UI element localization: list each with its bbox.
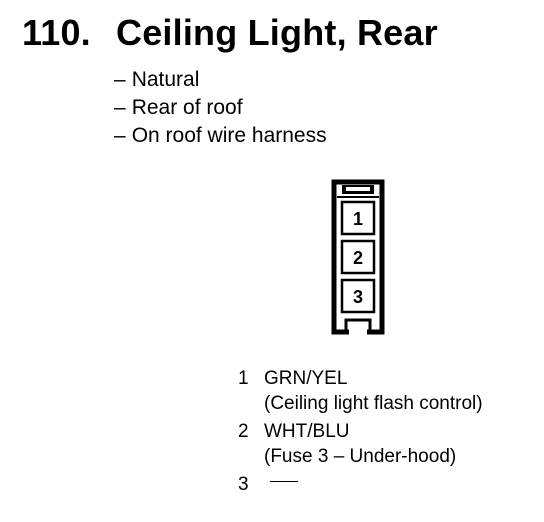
pin-description: (Ceiling light flash control) bbox=[264, 393, 483, 414]
cavity-label: 2 bbox=[353, 248, 363, 268]
pin-list: 1 GRN/YEL (Ceiling light flash control) … bbox=[238, 366, 483, 500]
cavity-2 bbox=[340, 239, 376, 275]
spec-dash: – bbox=[114, 68, 126, 91]
pin-description: (Fuse 3 – Under-hood) bbox=[264, 446, 457, 467]
component-name: Ceiling Light, Rear bbox=[116, 12, 438, 53]
pin-number: 1 bbox=[238, 368, 249, 389]
cavity-label: 1 bbox=[353, 209, 363, 229]
spec-location: Rear of roof bbox=[131, 96, 243, 119]
section-number: 110. bbox=[22, 12, 91, 53]
spec-item: –On roof wire harness bbox=[114, 122, 327, 150]
spec-dash: – bbox=[114, 96, 126, 119]
wire-color: WHT/BLU bbox=[264, 421, 350, 442]
connector-diagram: 1 2 3 bbox=[331, 179, 385, 335]
pin-row: 1 GRN/YEL (Ceiling light flash control) bbox=[238, 366, 483, 416]
pin-row: 3 bbox=[238, 472, 483, 497]
spec-harness: On roof wire harness bbox=[131, 124, 327, 147]
unused-pin-dash bbox=[270, 481, 298, 483]
spec-list: –Natural –Rear of roof –On roof wire har… bbox=[114, 66, 327, 150]
pin-number: 2 bbox=[238, 421, 249, 442]
spec-color: Natural bbox=[131, 68, 200, 91]
cavity-label: 3 bbox=[353, 287, 363, 307]
page-title: 110. Ceiling Light, Rear bbox=[22, 12, 438, 54]
wire-color: GRN/YEL bbox=[264, 368, 348, 389]
cavity-3 bbox=[340, 278, 376, 314]
spec-item: –Rear of roof bbox=[114, 94, 327, 122]
spec-dash: – bbox=[114, 124, 126, 147]
spec-item: –Natural bbox=[114, 66, 327, 94]
pin-row: 2 WHT/BLU (Fuse 3 – Under-hood) bbox=[238, 419, 483, 469]
pin-number: 3 bbox=[238, 474, 249, 495]
connector-key bbox=[349, 320, 367, 335]
cavity-1 bbox=[340, 200, 376, 236]
